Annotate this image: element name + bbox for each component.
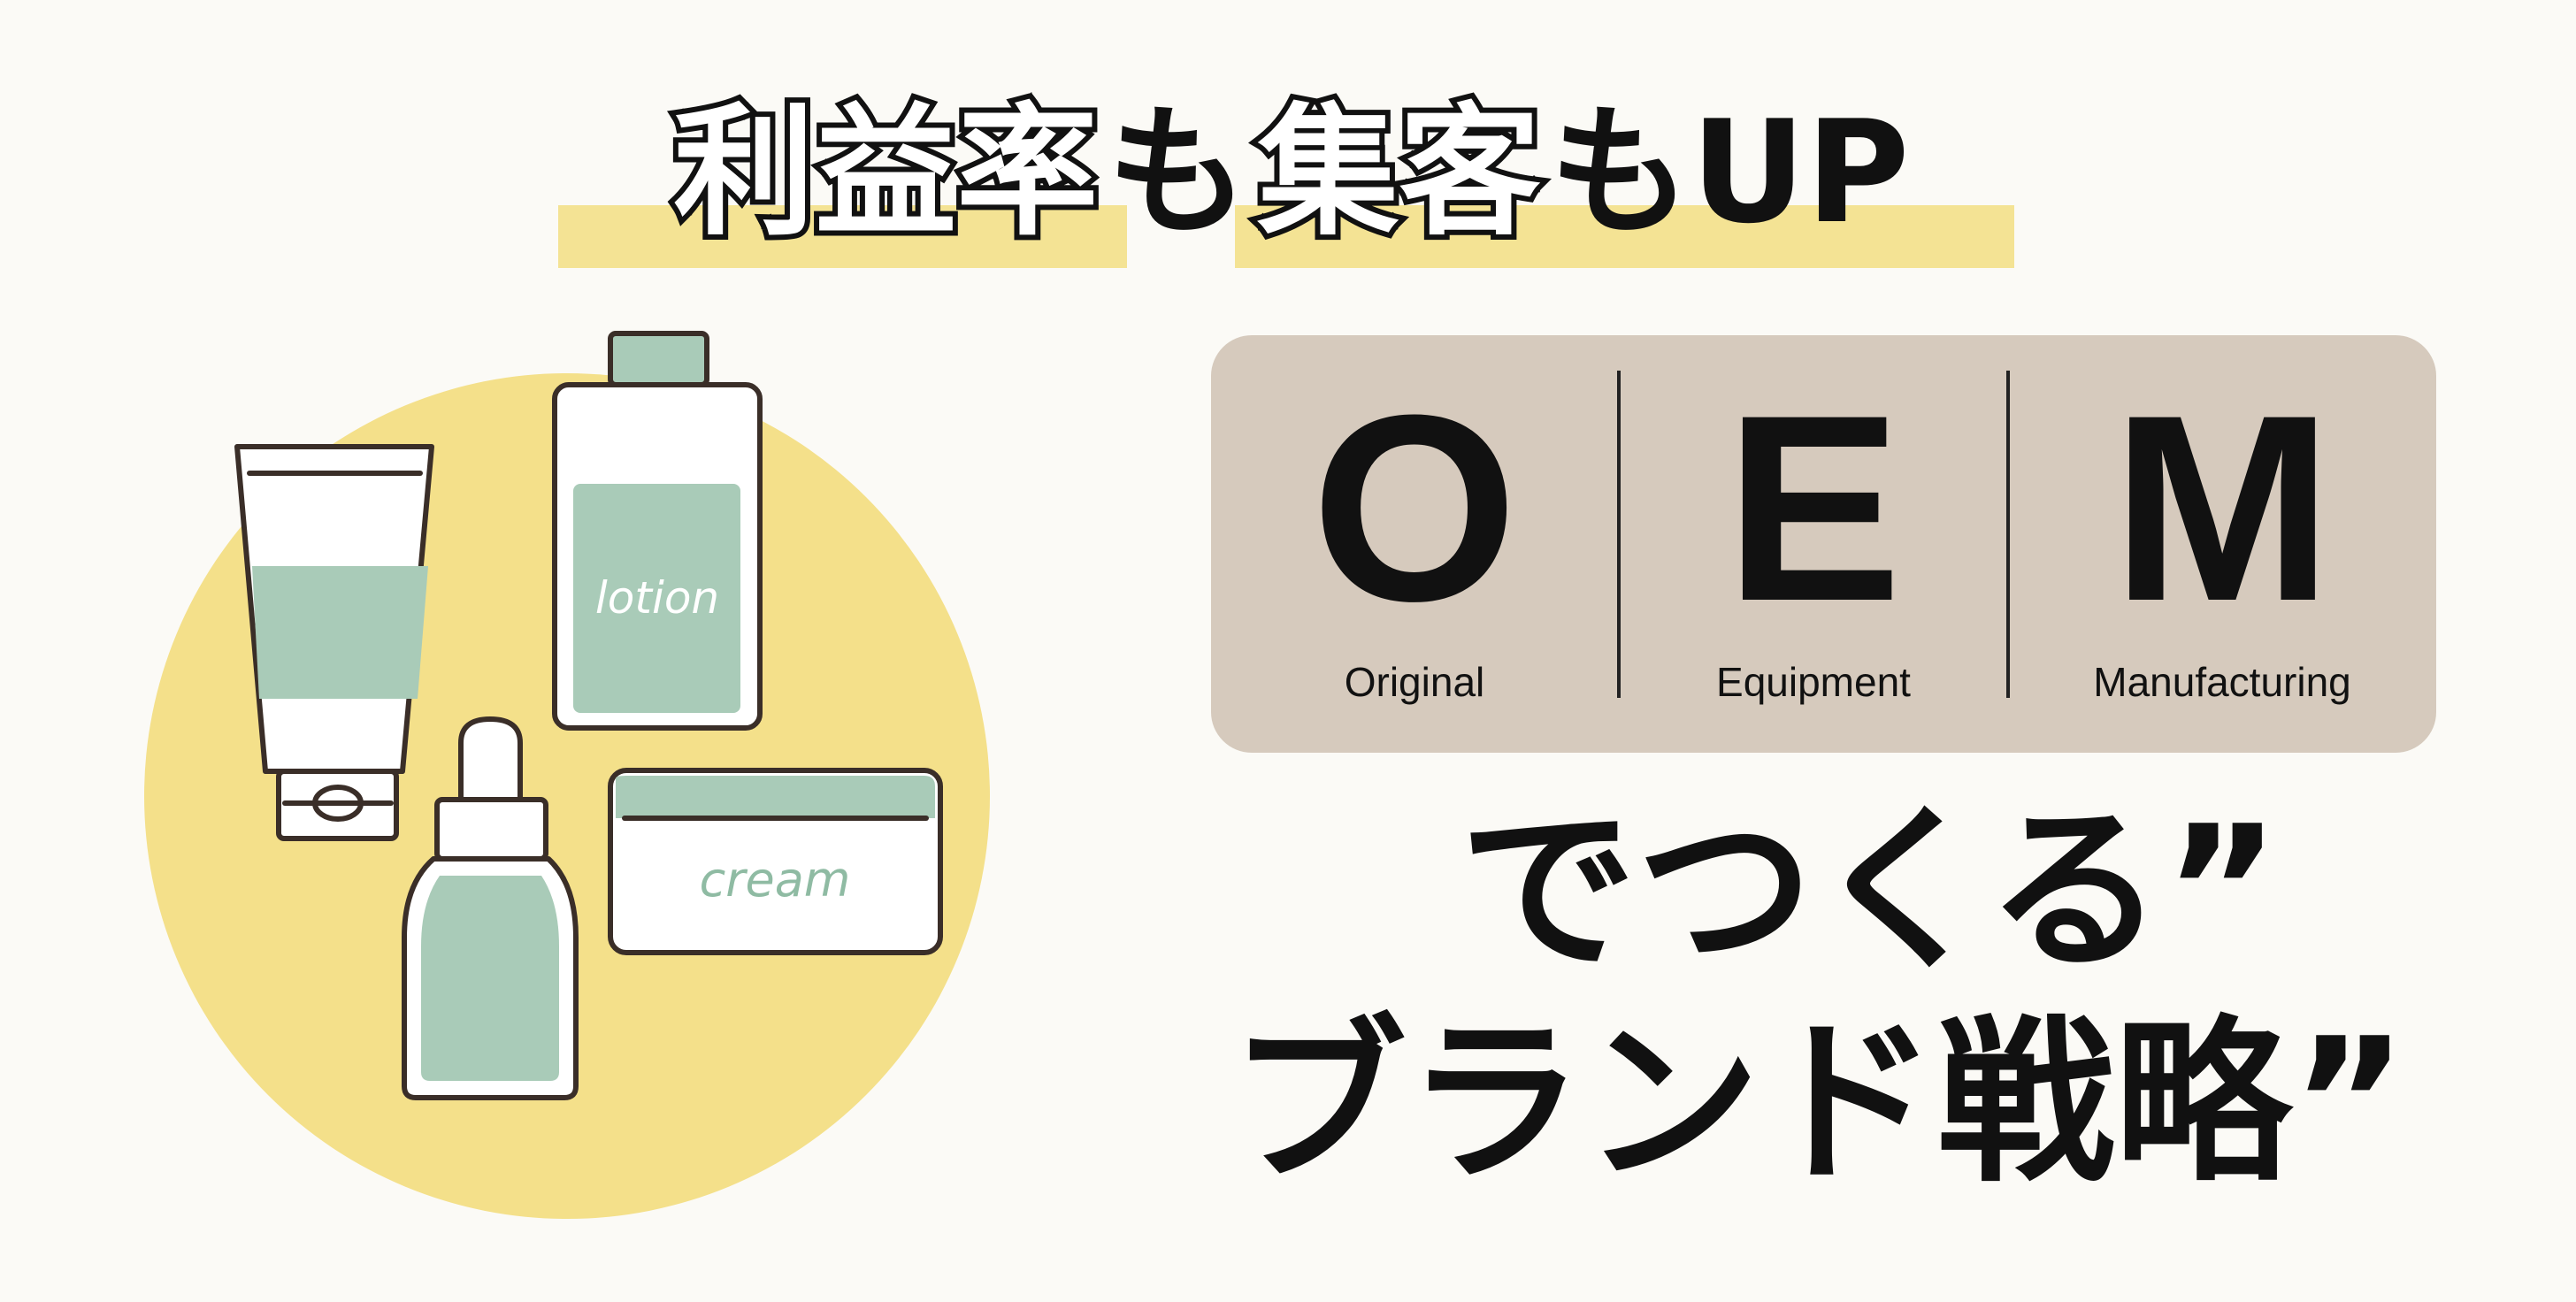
headline-customers: 集客 [1252, 84, 1545, 260]
cosmetics-illustration: lotion cream [144, 331, 990, 1219]
dropper-bottle-icon [402, 716, 579, 1100]
oem-manufacturing: M Manufacturing [2008, 335, 2436, 753]
oem-equipment: E Equipment [1619, 335, 2008, 753]
cream-jar-icon [608, 768, 943, 955]
oem-letter-m: M [2112, 359, 2333, 656]
headline-highlight-left [558, 205, 1127, 268]
oem-box: O Original E Equipment M Manufacturing [1211, 335, 2436, 753]
oem-word-manufacturing: Manufacturing [2093, 659, 2351, 705]
tagline-line2: ブランド戦略” [1230, 1000, 2408, 1206]
oem-divider [1617, 371, 1621, 698]
headline-up: もUP [1549, 89, 1910, 255]
tagline-line1: でつくる” [1460, 788, 2281, 994]
tube-icon [234, 444, 434, 841]
lotion-bottle-icon [552, 331, 763, 731]
oem-divider [2006, 371, 2010, 698]
oem-letter-e: E [1724, 359, 1903, 656]
oem-word-original: Original [1344, 659, 1485, 705]
headline-particle-1: も [1107, 89, 1249, 255]
headline-profit-rate: 利益率 [668, 84, 1103, 260]
oem-word-equipment: Equipment [1716, 659, 1911, 705]
lotion-label: lotion [595, 572, 719, 624]
headline-highlight-right [1235, 205, 2014, 268]
headline: 利益率 も 集客 もUP [495, 80, 2088, 265]
cream-label: cream [700, 852, 851, 908]
oem-original: O Original [1211, 335, 1618, 753]
oem-letter-o: O [1311, 359, 1518, 656]
